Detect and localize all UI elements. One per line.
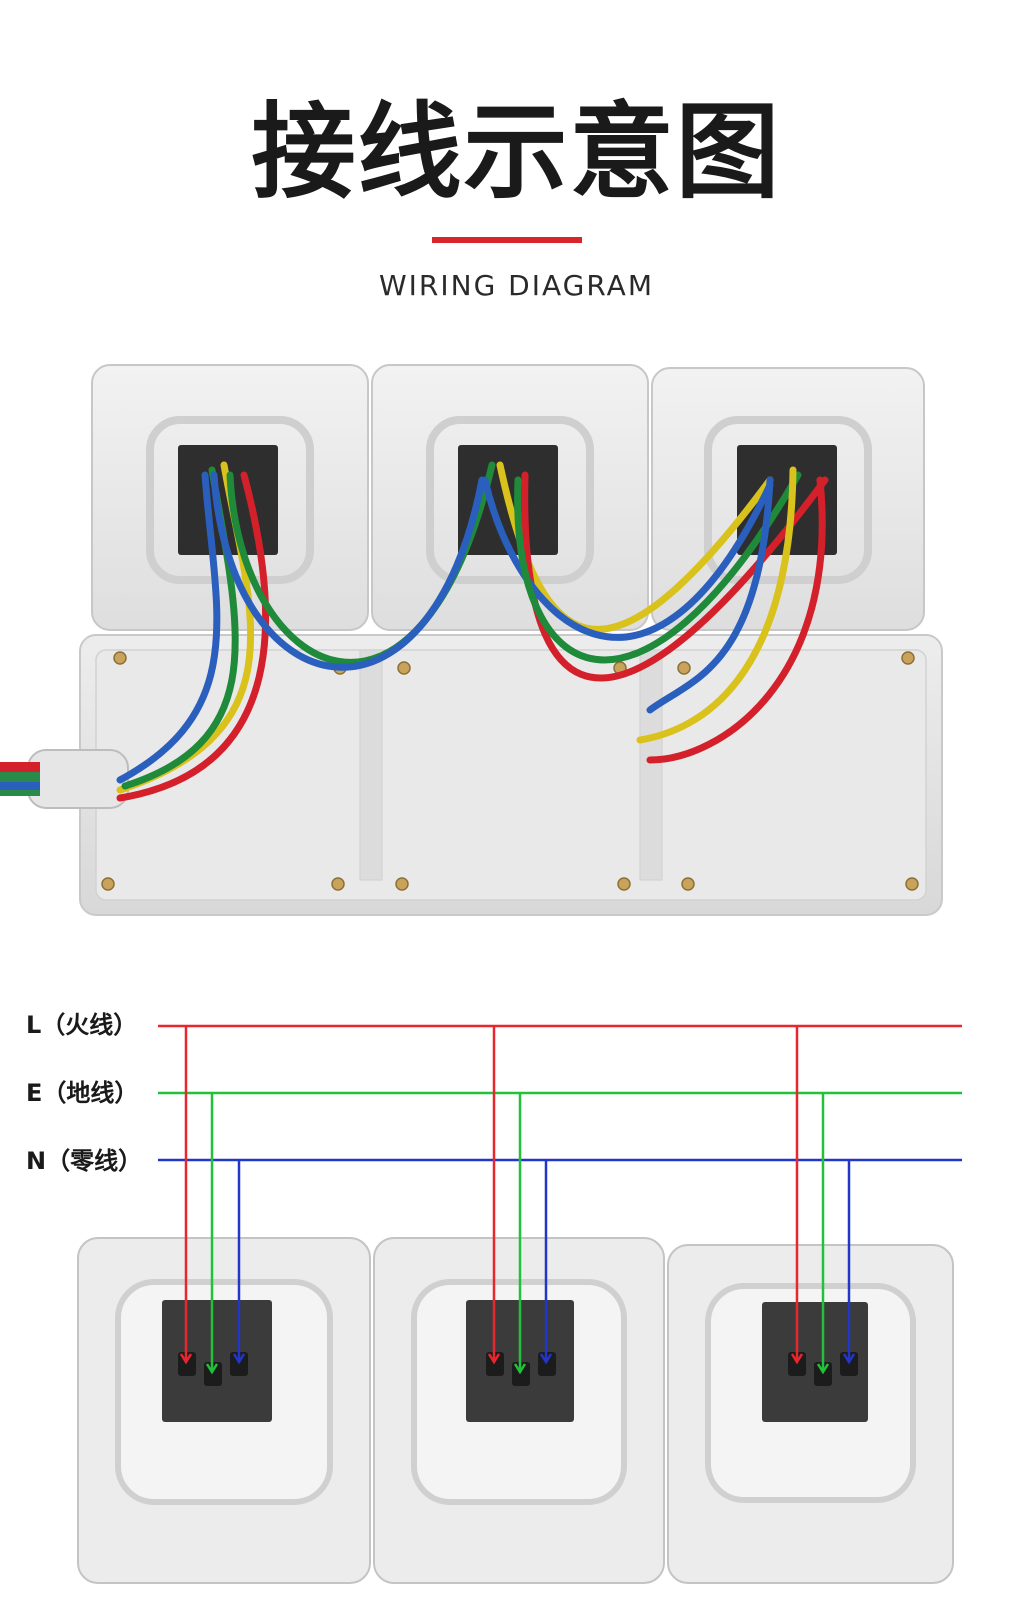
drop-arrow-E-socket-1 xyxy=(205,1363,219,1375)
line-label-live: L（火线） xyxy=(26,1011,138,1039)
scheme-socket-3 xyxy=(667,1244,954,1584)
drop-arrow-L-socket-1 xyxy=(179,1353,193,1365)
page-title: 接线示意图 xyxy=(251,91,782,213)
drop-arrow-E-socket-2 xyxy=(513,1363,527,1375)
line-label-neutral: N（零线） xyxy=(26,1147,143,1175)
bus-lines xyxy=(158,1024,962,1162)
wiring-photo xyxy=(0,350,1033,940)
drop-arrow-N-socket-1 xyxy=(232,1353,246,1365)
drop-arrow-E-socket-3 xyxy=(816,1363,830,1375)
title-accent-bar xyxy=(432,237,582,243)
line-label-earth: E（地线） xyxy=(26,1079,139,1107)
photo-wires xyxy=(116,461,829,802)
page-subtitle: WIRING DIAGRAM xyxy=(378,269,654,302)
drop-arrow-L-socket-3 xyxy=(790,1353,804,1365)
junction-box xyxy=(0,634,943,916)
scheme-socket-1 xyxy=(77,1237,371,1584)
drop-arrow-N-socket-3 xyxy=(842,1353,856,1365)
socket-cap-3 xyxy=(651,367,925,631)
drop-arrow-N-socket-2 xyxy=(539,1353,553,1365)
wiring-schematic: L（火线） E（地线） N（零线） xyxy=(0,990,1033,1600)
drop-wires xyxy=(179,1026,856,1375)
schematic-drawing xyxy=(77,1024,962,1584)
wiring-photo-illustration xyxy=(0,364,943,916)
drop-arrow-L-socket-2 xyxy=(487,1353,501,1365)
